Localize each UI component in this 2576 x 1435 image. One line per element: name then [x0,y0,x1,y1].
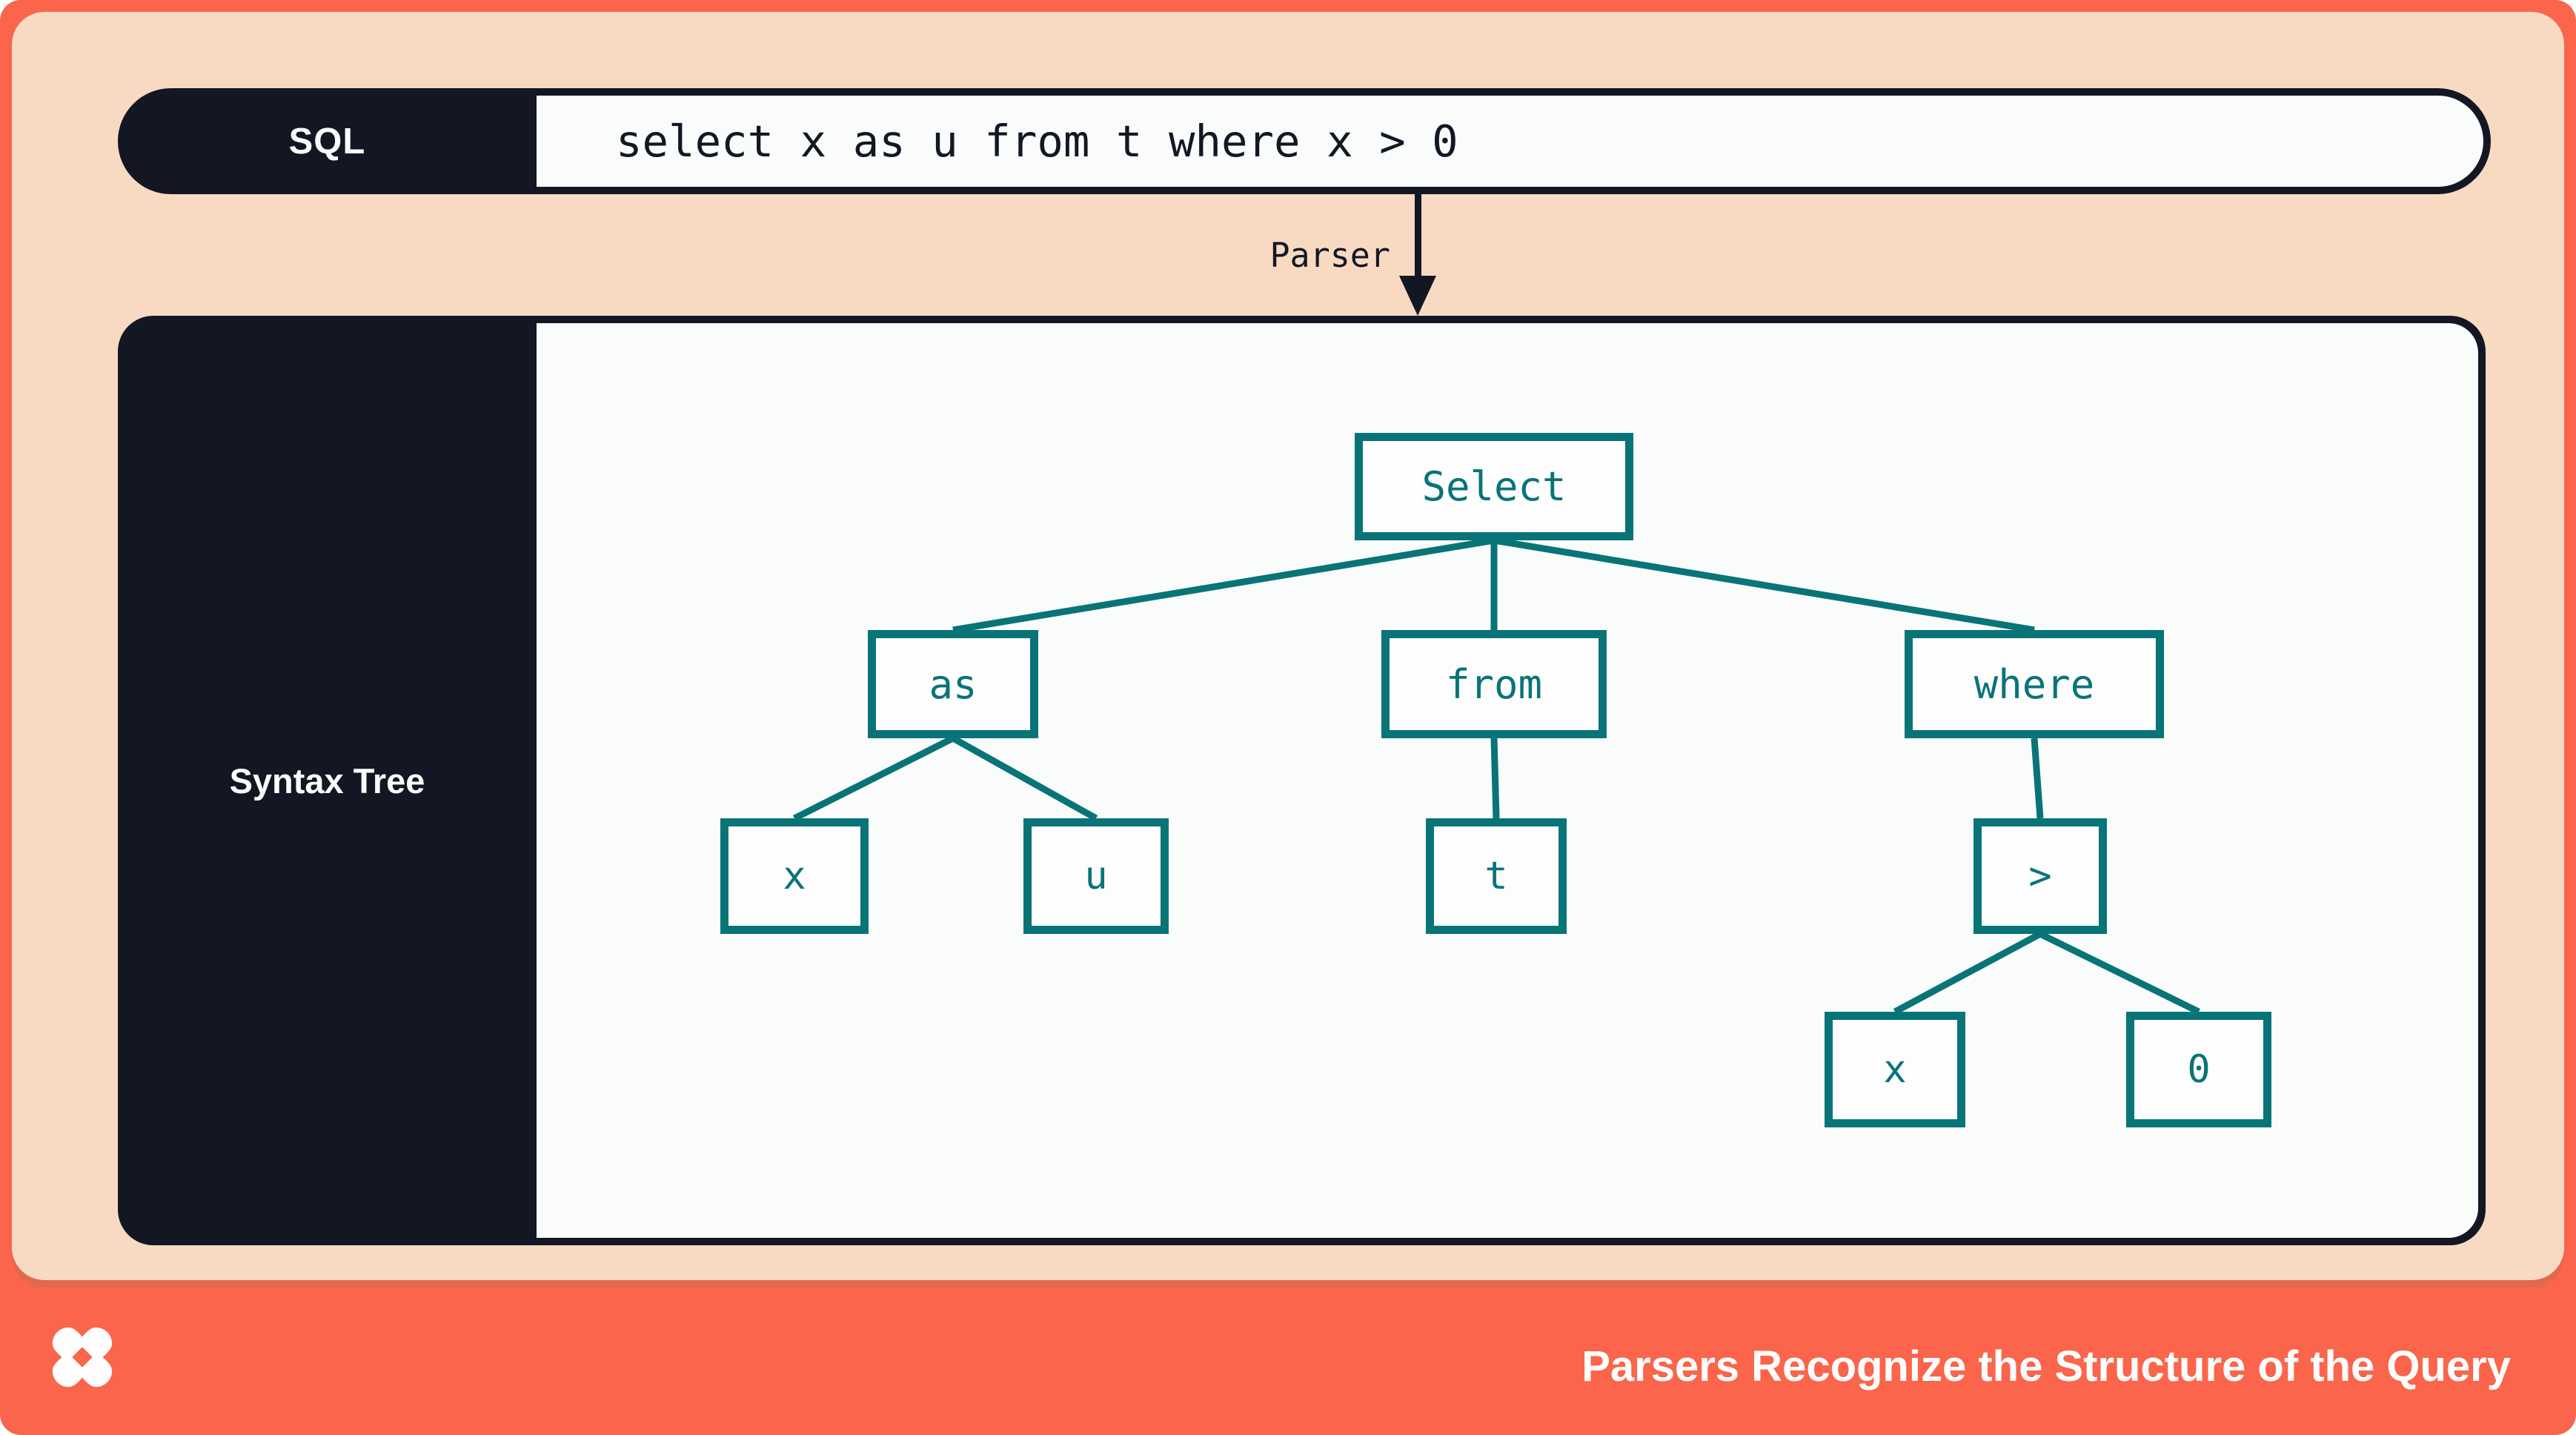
tree-edge [2031,738,2044,819]
parser-label: Parser [1269,236,1390,275]
tree-node-zero: 0 [2126,1012,2271,1127]
tree-edge [1490,738,1500,819]
parser-arrow-line [1415,194,1421,282]
tree-edge [2039,930,2200,1015]
syntax-tree-label: Syntax Tree [229,760,425,801]
content-panel: SQL select x as u from t where x > 0 Par… [12,12,2564,1280]
tree-node-from: from [1381,630,1607,738]
sql-query-text: select x as u from t where x > 0 [537,96,2483,187]
tree-node-u: u [1023,818,1169,934]
tree-canvas: Select as from where x u t > x 0 [537,323,2478,1238]
dbt-logo-icon [52,1327,113,1388]
tree-node-select: Select [1355,433,1633,540]
tree-edge [792,735,955,822]
tree-node-as: as [868,630,1038,738]
sql-bar-label: SQL [288,121,366,162]
footer-title: Parsers Recognize the Structure of the Q… [1581,1342,2511,1391]
tree-edges [792,537,2200,1015]
syntax-tree-panel: Syntax Tree Select [118,316,2486,1245]
tree-edge [951,735,1098,821]
tree-edge [1493,537,2035,634]
tree-node-where: where [1905,630,2164,738]
tree-node-x-cond: x [1825,1012,1965,1127]
tree-edge [952,537,1495,634]
parser-arrow-head-icon [1399,276,1436,316]
tree-node-gt: > [1974,818,2107,934]
tree-node-t: t [1426,818,1567,934]
tree-node-x-alias: x [720,818,869,934]
sql-bar: SQL select x as u from t where x > 0 [118,88,2491,194]
tree-edge [1893,931,2042,1015]
